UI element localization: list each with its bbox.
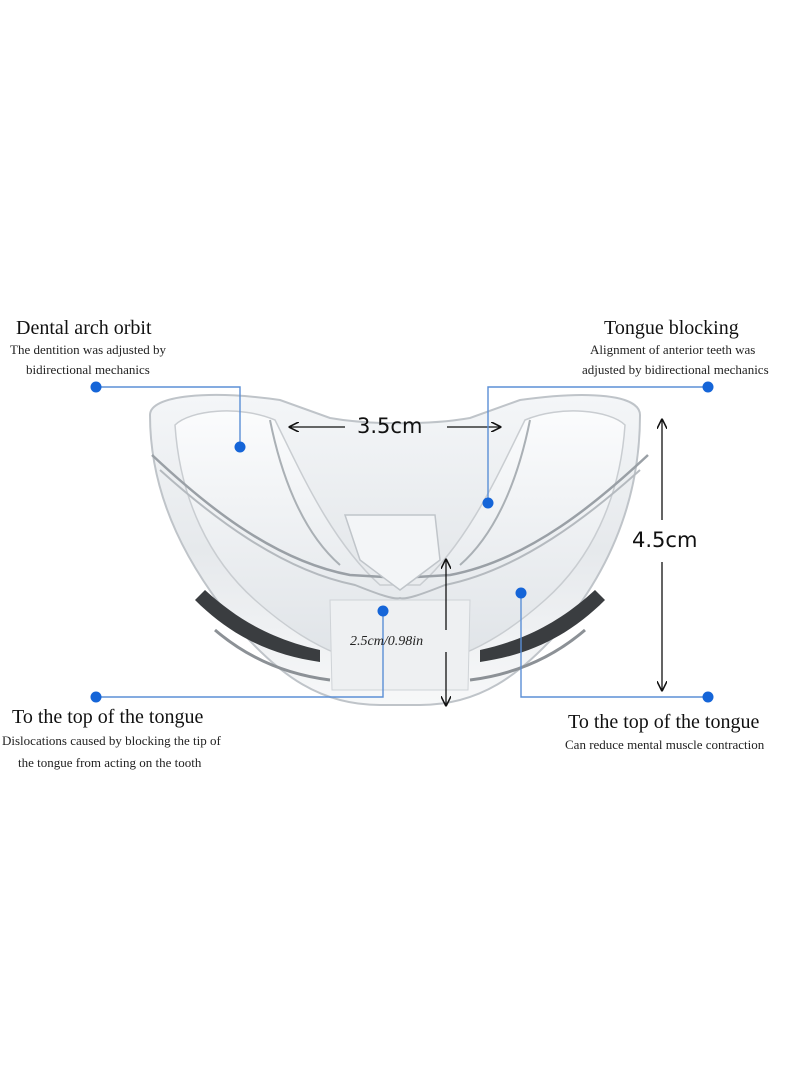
callout-dot [515, 587, 527, 599]
callout-title-tongue-top-left: To the top of the tongue [12, 706, 204, 728]
callout-title-dental-arch: Dental arch orbit [16, 317, 152, 339]
callout-dot [482, 497, 494, 509]
callout-dot [702, 691, 714, 703]
callout-desc-line: Can reduce mental muscle contraction [565, 737, 765, 752]
height-measurement: 2.5cm/0.98in [350, 634, 424, 649]
callout-dot [234, 441, 246, 453]
depth-measurement: 4.5cm [632, 528, 698, 552]
callout-dot [90, 691, 102, 703]
callout-desc-line: adjusted by bidirectional mechanics [582, 362, 769, 377]
callout-desc-line: Alignment of anterior teeth was [590, 342, 756, 357]
callout-dot [377, 605, 389, 617]
callout-desc-line: the tongue from acting on the tooth [18, 755, 202, 770]
callout-title-tongue-blocking: Tongue blocking [604, 317, 739, 339]
callout-lines [96, 386, 708, 698]
mouthguard-shell [148, 394, 649, 706]
dimension-lines [290, 420, 662, 705]
width-measurement: 3.5cm [357, 414, 423, 438]
callout-title-tongue-top-right: To the top of the tongue [568, 711, 760, 733]
callout-desc-line: Dislocations caused by blocking the tip … [2, 733, 221, 748]
callout-dot [90, 381, 102, 393]
callout-desc-line: bidirectional mechanics [26, 362, 150, 377]
callout-dot [702, 381, 714, 393]
callout-desc-line: The dentition was adjusted by [10, 342, 166, 357]
